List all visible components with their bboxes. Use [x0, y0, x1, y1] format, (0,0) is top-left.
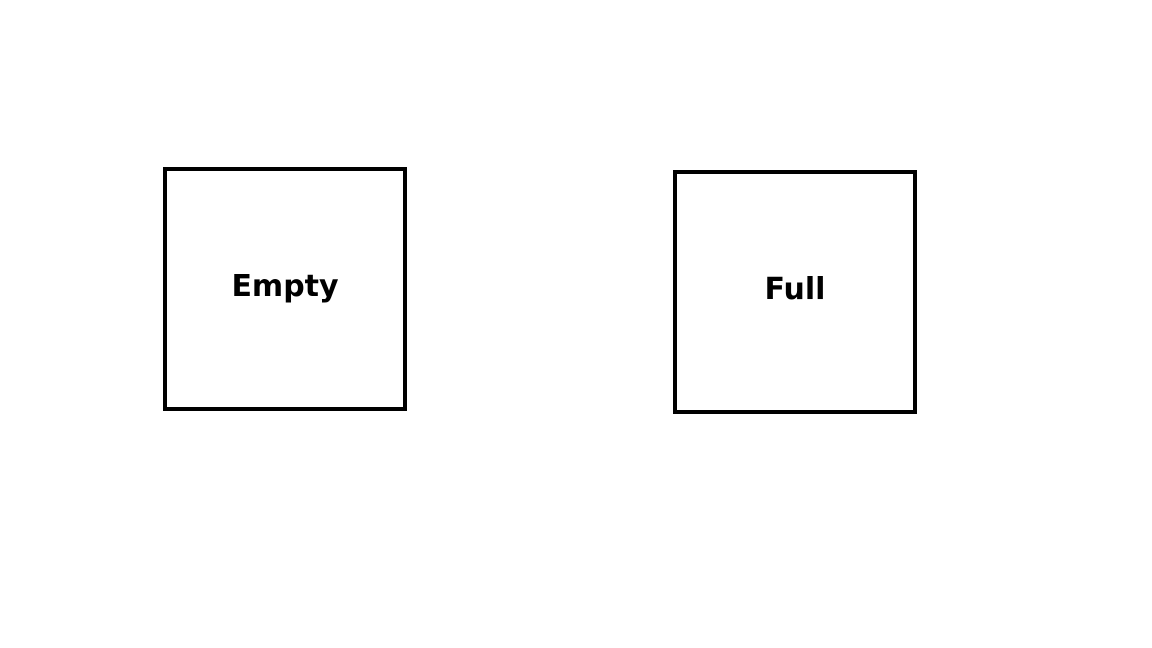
empty-box: Empty	[163, 167, 407, 411]
full-label: Full	[764, 272, 826, 307]
empty-label: Empty	[231, 269, 339, 304]
full-box: Full	[673, 170, 917, 414]
